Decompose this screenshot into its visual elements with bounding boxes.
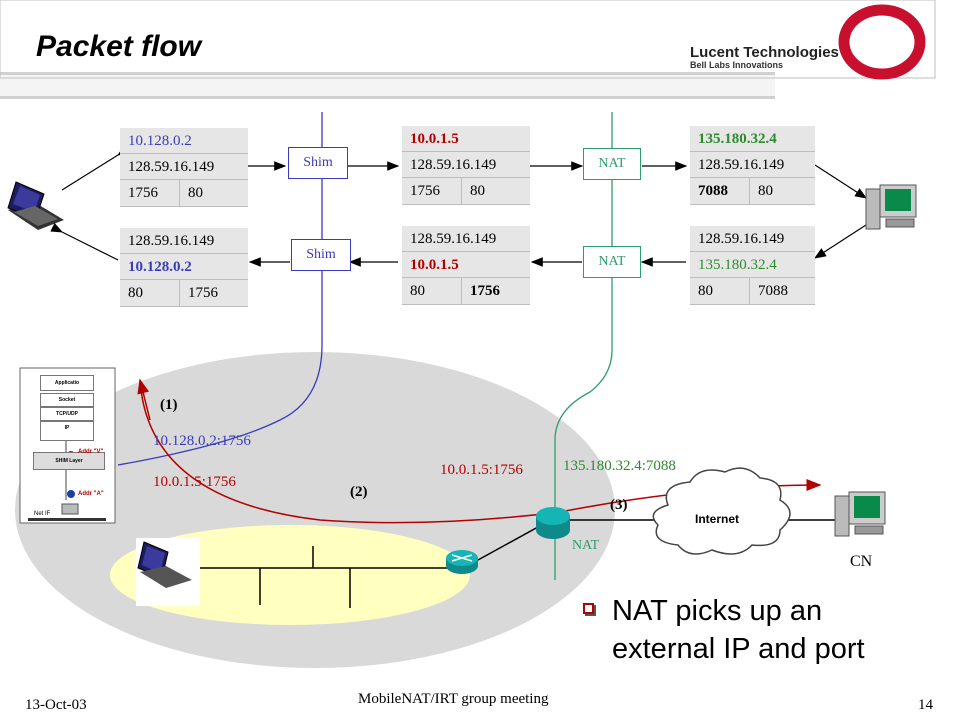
cn-computer-icon [834,491,886,537]
packet-ports: 1756 80 [120,180,248,206]
packet-dport: 1756 [470,283,500,299]
packet-ports: 7088 80 [690,178,815,204]
packet-dport: 7088 [758,283,788,299]
packet-dport: 80 [470,183,485,199]
local-address-label: 10.0.1.5:1756 [153,474,236,490]
logo-subtitle: Bell Labs Innovations [690,60,784,70]
packet-sport: 7088 [690,178,750,204]
shim-line [117,112,323,466]
packet-bottom-2: 128.59.16.149 10.0.1.5 80 1756 [402,226,530,305]
packet-src: 128.59.16.149 [402,226,530,252]
nat-line [554,112,613,580]
inner-address-label: 10.128.0.2:1756 [153,433,251,449]
logo-name: Lucent Technologies [690,44,839,61]
packet-dst: 128.59.16.149 [402,152,530,178]
cn-label: CN [850,553,873,570]
packet-src: 128.59.16.149 [120,228,248,254]
cn-computer-icon-top [865,184,917,230]
lan-laptop-icon [136,538,200,606]
stack-addr-v: Addr "V" [78,449,104,455]
stack-addr-a: Addr "A" [78,491,104,497]
packet-dst: 10.128.0.2 [120,254,248,280]
packet-top-2: 10.0.1.5 128.59.16.149 1756 80 [402,126,530,205]
step-3-label: (3) [610,497,628,513]
packet-dport: 80 [188,185,203,201]
packet-dport: 80 [758,183,773,199]
step-1-label: (1) [160,397,178,413]
company-logo: Lucent Technologies Bell Labs Innovation… [690,44,839,70]
packet-sport: 1756 [402,178,462,204]
packet-arrows [50,145,868,267]
packet-dst: 135.180.32.4 [690,252,815,278]
packet-dst: 128.59.16.149 [690,152,815,178]
packet-dport: 1756 [188,285,218,301]
packet-sport: 80 [120,280,180,306]
lucent-ring-logo [838,4,926,80]
packet-ports: 80 1756 [120,280,248,306]
shim-box-bottom: Shim [291,239,351,271]
footer-page-number: 14 [918,697,933,713]
bullet-icon [583,603,594,614]
nat-device-icon [536,507,570,539]
external-address-label: 135.180.32.4:7088 [563,458,676,474]
slide-title: Packet flow [36,30,202,63]
packet-src: 128.59.16.149 [690,226,815,252]
packet-dst: 128.59.16.149 [120,154,248,180]
packet-sport: 80 [402,278,462,304]
internet-cloud [652,467,791,555]
packet-dst: 10.0.1.5 [402,252,530,278]
packet-bottom-1: 128.59.16.149 10.128.0.2 80 1756 [120,228,248,307]
step-2-label: (2) [350,484,368,500]
packet-top-3: 135.180.32.4 128.59.16.149 7088 80 [690,126,815,205]
packet-bottom-3: 128.59.16.149 135.180.32.4 80 7088 [690,226,815,305]
title-underline [0,0,936,99]
stack-layer-application: Applicatio [40,375,94,391]
stack-net-if: Net IF [34,511,51,517]
protocol-stack-panel [19,367,116,524]
stack-layer-tcp-udp: TCP/UDP [40,407,94,421]
packet-ports: 80 7088 [690,278,815,304]
router-icon [446,550,478,574]
internet-label: Internet [695,512,740,526]
nat-box-top: NAT [583,148,641,180]
packet-top-1: 10.128.0.2 128.59.16.149 1756 80 [120,128,248,207]
nat-box-bottom: NAT [583,246,641,278]
packet-sport: 1756 [120,180,180,206]
packet-src: 10.0.1.5 [402,126,530,152]
packet-ports: 80 1756 [402,278,530,304]
packet-src: 135.180.32.4 [690,126,815,152]
shim-box-top: Shim [288,147,348,179]
flow-curve-start [137,378,151,421]
footer-date: 13-Oct-03 [25,697,87,713]
packet-sport: 80 [690,278,750,304]
local-address-label-2: 10.0.1.5:1756 [440,462,523,478]
stack-shim-layer: SHIM Layer [33,452,105,470]
mobile-laptop-icon [7,181,64,230]
packet-ports: 1756 80 [402,178,530,204]
stack-layer-ip: IP [40,421,94,441]
bullet-text: NAT picks up an external IP and port [612,595,865,665]
footer-title: MobileNAT/IRT group meeting [358,691,549,707]
stack-layer-socket: Socket [40,393,94,407]
nat-label: NAT [572,538,600,553]
packet-src: 10.128.0.2 [120,128,248,154]
